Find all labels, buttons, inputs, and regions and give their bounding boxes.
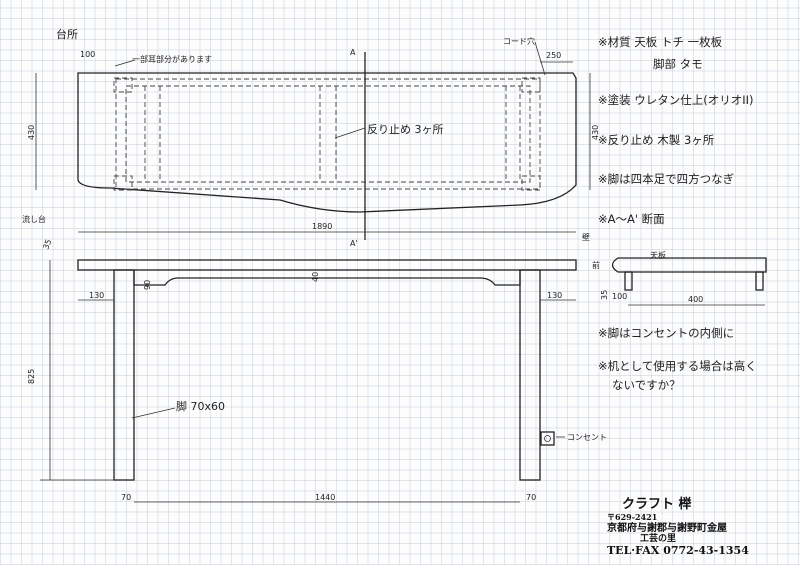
note-legs: ※脚は四本足で四方つなぎ [598,172,734,186]
cord-hole-label: コード穴 [503,36,535,46]
top-thickness-dimension: 35 [41,238,53,251]
kitchen-label: 台所 [56,27,78,41]
note-height-question-2: ないですか？ [612,378,681,392]
section-mark-a: A [350,48,356,57]
note-material: ※材質 天板 トチ 一枚板 [598,35,723,49]
note-brace: ※反り止め 木製 3ヶ所 [598,133,715,147]
front-view: 35 130 90 40 130 825 脚 70x60 70 1440 70 … [27,238,607,503]
section-front-label: 前 [592,260,600,270]
depth-dimension-right: 430 [591,125,600,140]
address: 京都府与謝郡与謝野町金屋 [607,521,727,534]
leg-left [113,269,135,481]
note-height-question-1: ※机として使用する場合は高く [598,359,757,373]
outlet-label: コンセント [567,433,607,442]
leg-right [519,269,541,481]
section-top-label: 天板 [650,250,666,260]
apron-height-dimension: 90 [143,280,152,290]
width-dimension: 1890 [312,222,332,231]
overhang-left-dimension: 130 [89,291,104,300]
section-depth: 400 [688,295,703,304]
phone-fax: TEL·FAX 0772-43-1354 [607,544,749,557]
company-name: クラフト 榉 [622,496,693,512]
tabletop-outline [77,72,577,213]
plan-view: 台所 100 一部耳部分があります A A' コード穴 250 430 430 … [22,27,600,248]
edge-note: 一部耳部分があります [132,54,212,64]
apron [133,270,521,286]
leg-width-right: 70 [526,493,536,502]
note-leg-position: ※脚はコンセントの内側に [598,326,734,340]
leg-label: 脚 70x60 [176,399,225,413]
leg-width-left: 70 [121,493,131,502]
note-finish: ※塗装 ウレタン仕上(オリオII) [598,93,754,107]
company-stamp: クラフト 榉 〒629-2421 京都府与謝郡与謝野町金屋 工芸の里 TEL·F… [607,496,749,557]
edge-dimension: 100 [80,50,95,59]
section-mark-a-prime: A' [350,239,358,248]
apron-dimension: 40 [311,272,320,282]
frame-inner-hidden [125,85,531,183]
outlet-icon [540,431,555,446]
section-inset: 100 [612,292,627,301]
section-thickness: 35 [600,290,609,300]
cord-hole-dimension: 250 [546,51,561,60]
section-view: 天板 前 35 100 400 [592,250,767,306]
wall-label: 壁 [582,232,590,242]
note-section-title: ※A～A' 断面 [598,212,665,226]
front-tabletop [77,259,577,271]
depth-dimension-left: 430 [27,125,36,140]
note-material-leg: 脚部 タモ [653,57,703,71]
height-dimension: 825 [27,369,36,384]
place-name: 工芸の里 [640,532,676,544]
postal-code: 〒629-2421 [607,512,657,522]
section-tabletop [611,257,767,273]
brace-label: 反り止め 3ヶ所 [367,123,444,136]
span-dimension: 1440 [315,493,335,502]
sink-label: 流し台 [22,214,46,224]
notes: ※材質 天板 トチ 一枚板 脚部 タモ ※塗装 ウレタン仕上(オリオII) ※反… [598,35,757,392]
overhang-right-dimension: 130 [547,291,562,300]
frame-outer-hidden [115,78,541,190]
